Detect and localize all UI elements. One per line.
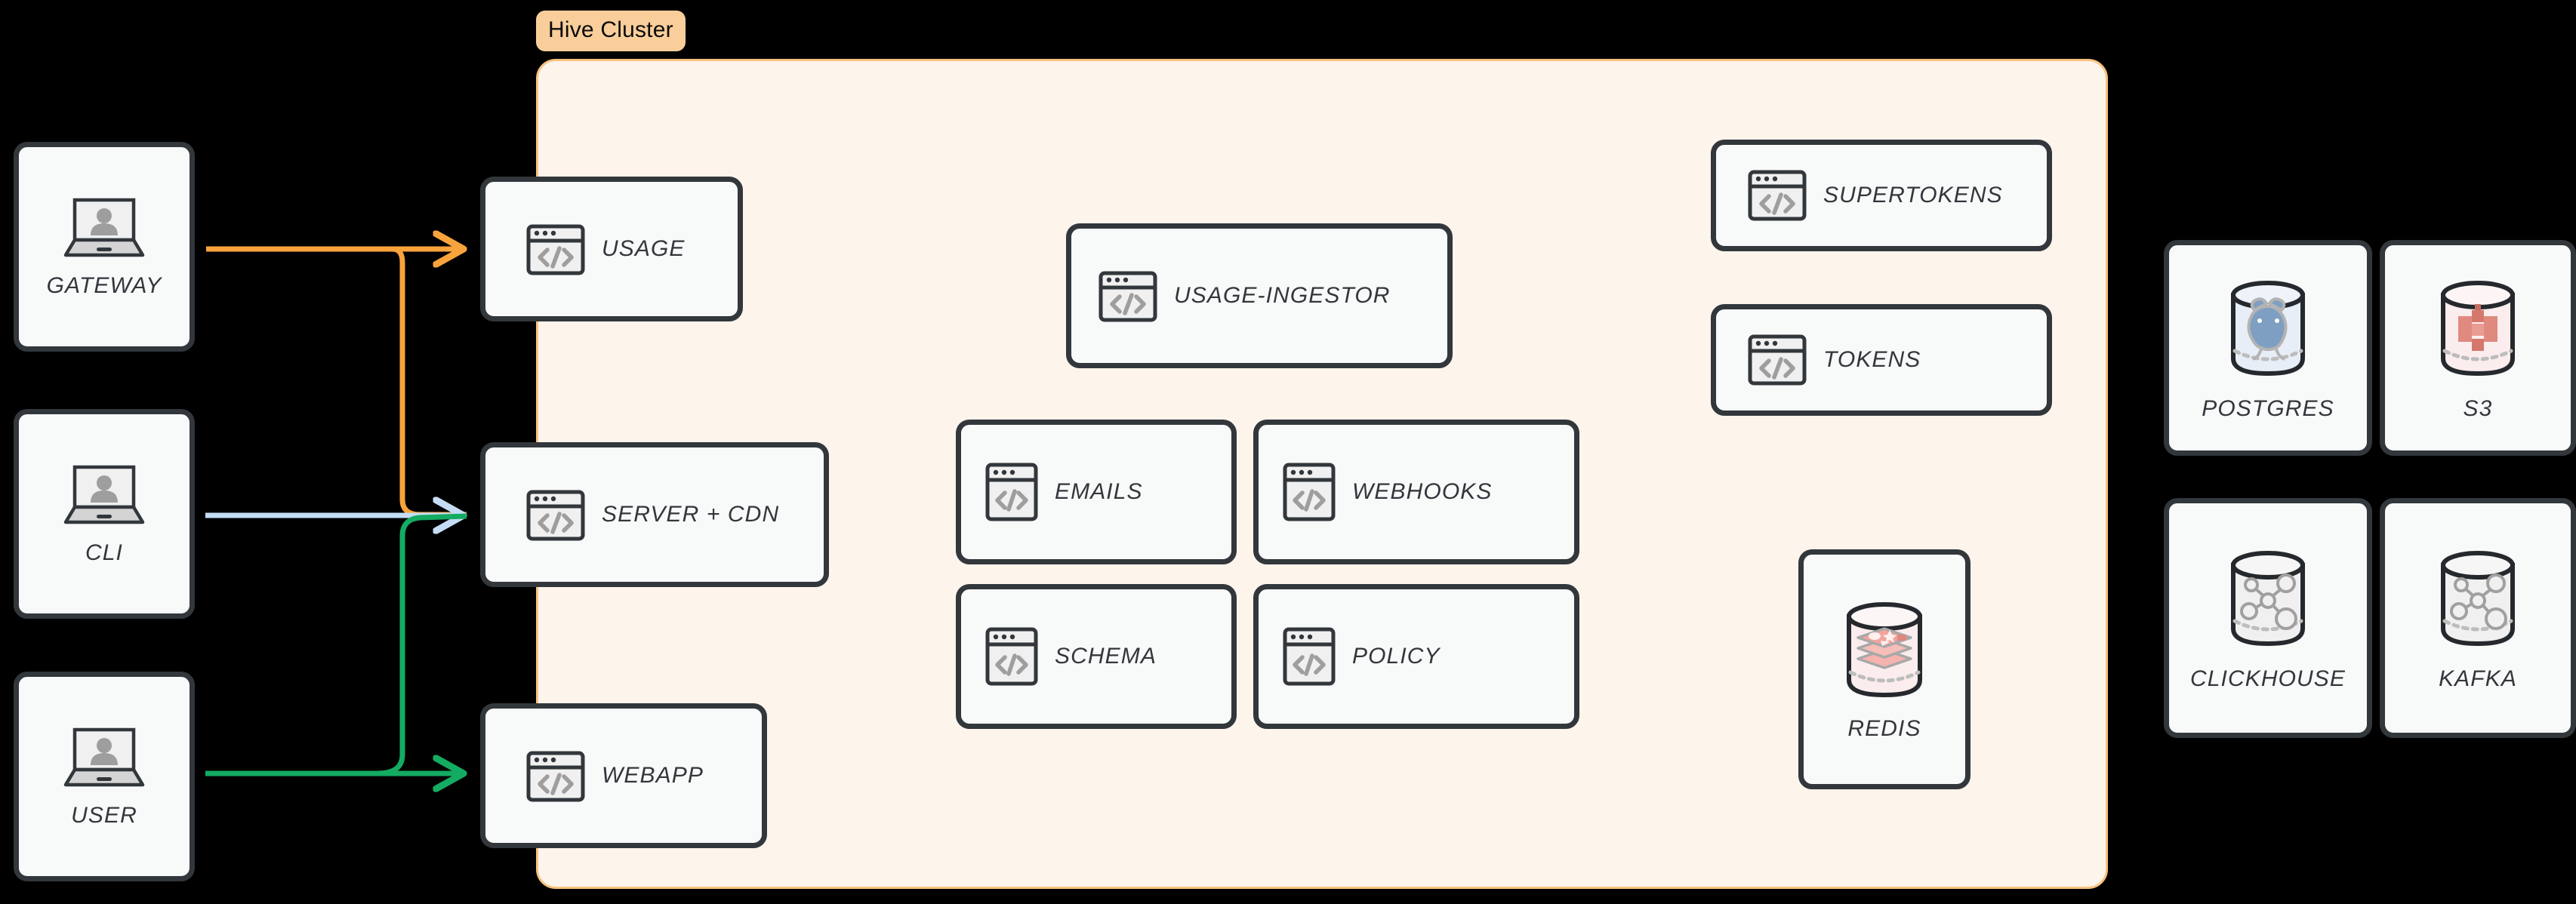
- datastore-node-label: KAFKA: [2439, 666, 2517, 691]
- service-node-label: WEBHOOKS: [1352, 479, 1493, 504]
- code-window-icon: [526, 746, 585, 805]
- client-node-cli[interactable]: CLI: [14, 409, 195, 619]
- client-node-gateway[interactable]: GATEWAY: [14, 142, 195, 352]
- datastore-node-clickhouse[interactable]: CLICKHOUSE: [2164, 498, 2372, 738]
- service-node-webhooks[interactable]: WEBHOOKS: [1253, 420, 1579, 564]
- service-node-tokens[interactable]: TOKENS: [1711, 304, 2052, 416]
- service-node-webapp[interactable]: WEBAPP: [480, 703, 767, 848]
- datastore-node-redis[interactable]: REDIS: [1798, 549, 1971, 789]
- code-window-icon: [985, 461, 1038, 523]
- client-node-label: USER: [71, 803, 137, 828]
- network-cylinder-icon: [2428, 544, 2528, 654]
- service-node-label: SCHEMA: [1055, 644, 1157, 669]
- service-node-server-cdn[interactable]: SERVER + CDN: [480, 442, 829, 587]
- service-node-label: WEBAPP: [602, 763, 704, 788]
- code-window-icon: [526, 220, 585, 278]
- datastore-node-s3[interactable]: S3: [2380, 240, 2576, 456]
- code-window-icon: [1098, 266, 1157, 325]
- client-node-label: GATEWAY: [46, 273, 162, 298]
- service-node-supertokens[interactable]: SUPERTOKENS: [1711, 140, 2052, 251]
- datastore-node-label: POSTGRES: [2202, 396, 2334, 421]
- service-node-usage-ingestor[interactable]: USAGE-INGESTOR: [1066, 223, 1453, 368]
- datastore-node-label: REDIS: [1847, 716, 1921, 741]
- service-node-label: POLICY: [1352, 644, 1441, 669]
- code-window-icon: [526, 485, 585, 544]
- service-node-label: USAGE-INGESTOR: [1174, 283, 1391, 308]
- code-window-icon: [1283, 626, 1336, 687]
- laptop-user-icon: [60, 195, 149, 261]
- redis-cylinder-icon: [1835, 597, 1934, 704]
- service-node-emails[interactable]: EMAILS: [956, 420, 1237, 564]
- client-node-label: CLI: [85, 540, 123, 565]
- postgres-cylinder-icon: [2218, 274, 2318, 384]
- client-node-user[interactable]: USER: [14, 672, 195, 881]
- s3-cylinder-icon: [2428, 274, 2528, 384]
- datastore-node-postgres[interactable]: POSTGRES: [2164, 240, 2372, 456]
- service-node-label: EMAILS: [1055, 479, 1143, 504]
- connector-user-to-server-cdn: [377, 513, 467, 776]
- service-node-label: SERVER + CDN: [602, 502, 780, 527]
- code-window-icon: [985, 626, 1038, 687]
- code-window-icon: [1748, 333, 1807, 387]
- laptop-user-icon: [60, 462, 149, 528]
- service-node-label: TOKENS: [1823, 347, 1921, 372]
- service-node-label: SUPERTOKENS: [1823, 183, 2003, 208]
- service-node-schema[interactable]: SCHEMA: [956, 584, 1237, 729]
- service-node-usage[interactable]: USAGE: [480, 177, 743, 321]
- code-window-icon: [1748, 168, 1807, 223]
- datastore-node-kafka[interactable]: KAFKA: [2380, 498, 2576, 738]
- service-node-policy[interactable]: POLICY: [1253, 584, 1579, 729]
- hive-cluster-badge: Hive Cluster: [536, 11, 686, 51]
- code-window-icon: [1283, 461, 1336, 523]
- datastore-node-label: S3: [2463, 396, 2493, 421]
- connector-gateway-to-server-cdn: [392, 246, 467, 518]
- laptop-user-icon: [60, 724, 149, 791]
- datastore-node-label: CLICKHOUSE: [2189, 666, 2346, 691]
- service-node-label: USAGE: [602, 236, 686, 261]
- network-cylinder-icon: [2218, 544, 2318, 654]
